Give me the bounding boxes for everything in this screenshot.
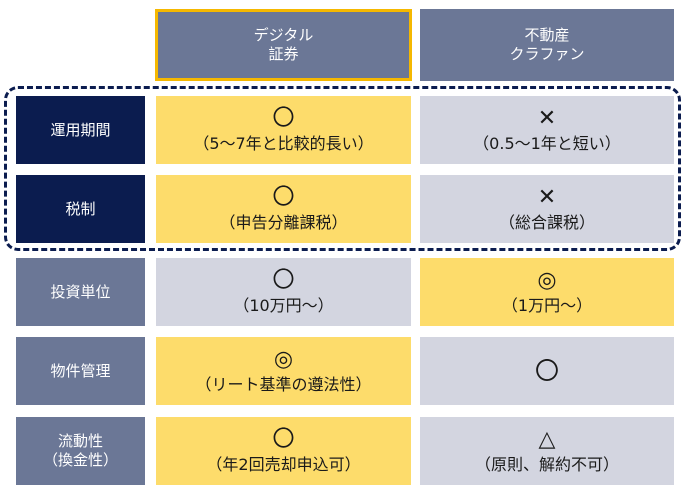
cell-note: （申告分離課税） (219, 212, 348, 232)
double-circle-symbol: ◎ (537, 267, 557, 293)
row-label-line2: （換金性） (42, 451, 118, 469)
cell-note: （0.5～1年と短い） (473, 133, 621, 153)
header-digital-securities: デジタル 証券 (155, 9, 412, 81)
cell-crowd-investment-unit: ◎ （1万円～） (420, 258, 674, 326)
cell-note: （総合課税） (498, 212, 595, 232)
triangle-symbol: △ (538, 426, 556, 452)
cell-digital-property-management: ◎ （リート基準の遵法性） (156, 337, 411, 405)
cell-digital-investment-unit: 〇 （10万円～） (156, 258, 411, 326)
cell-crowd-taxation: ✕ （総合課税） (420, 175, 674, 243)
header-digital-line2: 証券 (268, 45, 299, 63)
circle-symbol: 〇 (272, 426, 295, 452)
cell-note: （1万円～） (501, 295, 593, 315)
cell-crowd-operation-period: ✕ （0.5～1年と短い） (420, 96, 674, 164)
circle-symbol: 〇 (272, 184, 295, 210)
header-digital-line1: デジタル (253, 26, 314, 44)
row-label-investment-unit: 投資単位 (16, 258, 145, 326)
cross-symbol: ✕ (537, 105, 557, 131)
cross-symbol: ✕ (537, 184, 557, 210)
row-label-text: 税制 (65, 199, 96, 218)
circle-symbol: 〇 (272, 267, 295, 293)
cell-crowd-liquidity: △ （原則、解約不可） (420, 417, 674, 485)
row-label-taxation: 税制 (16, 175, 145, 243)
cell-note: （リート基準の遵法性） (195, 374, 372, 394)
cell-crowd-property-management: 〇 (420, 337, 674, 405)
cell-digital-operation-period: 〇 （5～7年と比較的長い） (156, 96, 411, 164)
row-label-text: 運用期間 (50, 120, 111, 139)
double-circle-symbol: ◎ (273, 346, 294, 372)
row-label-line1: 流動性 (57, 432, 103, 450)
cell-note: （年2回売却申込可） (206, 454, 361, 474)
row-label-text: 投資単位 (50, 282, 111, 301)
cell-note: （10万円～） (233, 295, 334, 315)
cell-note: （5～7年と比較的長い） (193, 133, 374, 153)
cell-digital-taxation: 〇 （申告分離課税） (156, 175, 411, 243)
cell-digital-liquidity: 〇 （年2回売却申込可） (156, 417, 411, 485)
header-real-estate-crowdfunding: 不動産 クラファン (420, 9, 674, 81)
cell-note: （原則、解約不可） (474, 454, 619, 474)
row-label-property-management: 物件管理 (16, 337, 145, 405)
row-label-operation-period: 運用期間 (16, 96, 145, 164)
row-label-text: 物件管理 (50, 361, 111, 380)
row-label-liquidity: 流動性 （換金性） (16, 417, 145, 485)
header-crowd-line1: 不動産 (524, 26, 570, 44)
circle-symbol: 〇 (272, 105, 295, 131)
circle-symbol: 〇 (535, 357, 559, 385)
header-crowd-line2: クラファン (509, 45, 585, 63)
